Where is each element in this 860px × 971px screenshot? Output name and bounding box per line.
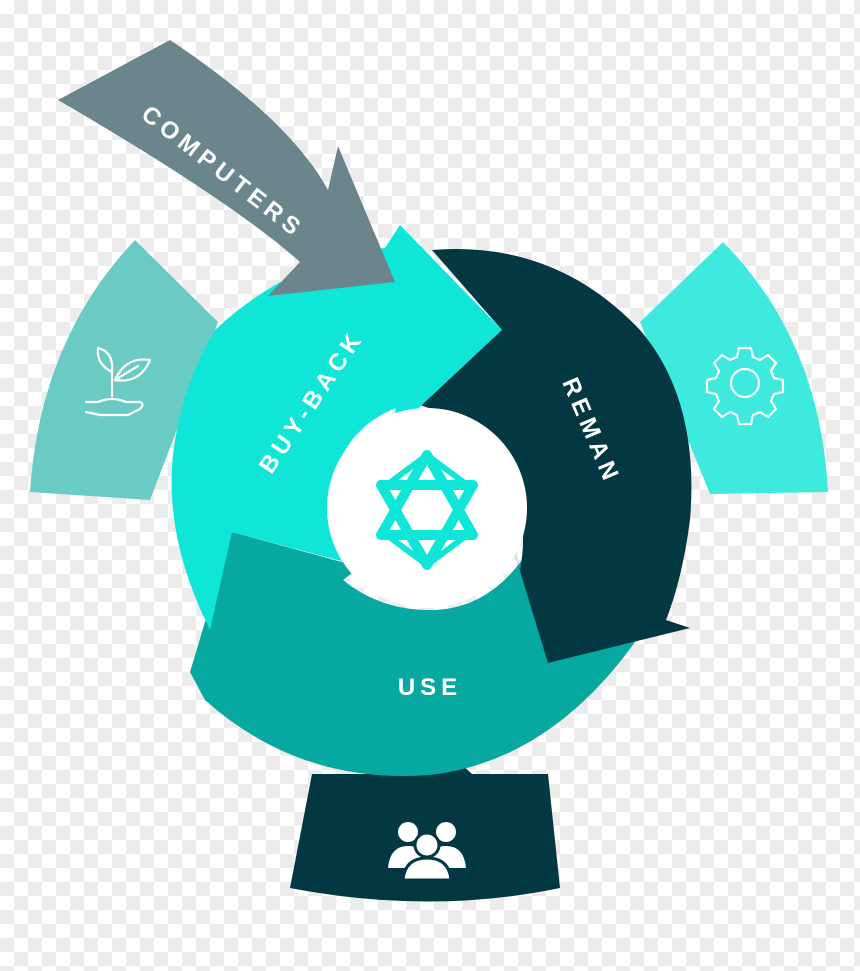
gear-panel — [640, 242, 828, 494]
buyback-arrow — [171, 225, 502, 630]
plant-in-hand-icon — [84, 346, 152, 417]
computers-arrow — [58, 40, 395, 296]
reman-arrow — [420, 249, 692, 663]
plant-panel — [30, 240, 218, 500]
gear-icon — [705, 346, 785, 426]
group-of-people-icon — [388, 822, 466, 882]
interlocking-triangles-logo — [376, 450, 478, 570]
use-label: USE — [398, 674, 462, 701]
center-circle — [327, 408, 527, 608]
